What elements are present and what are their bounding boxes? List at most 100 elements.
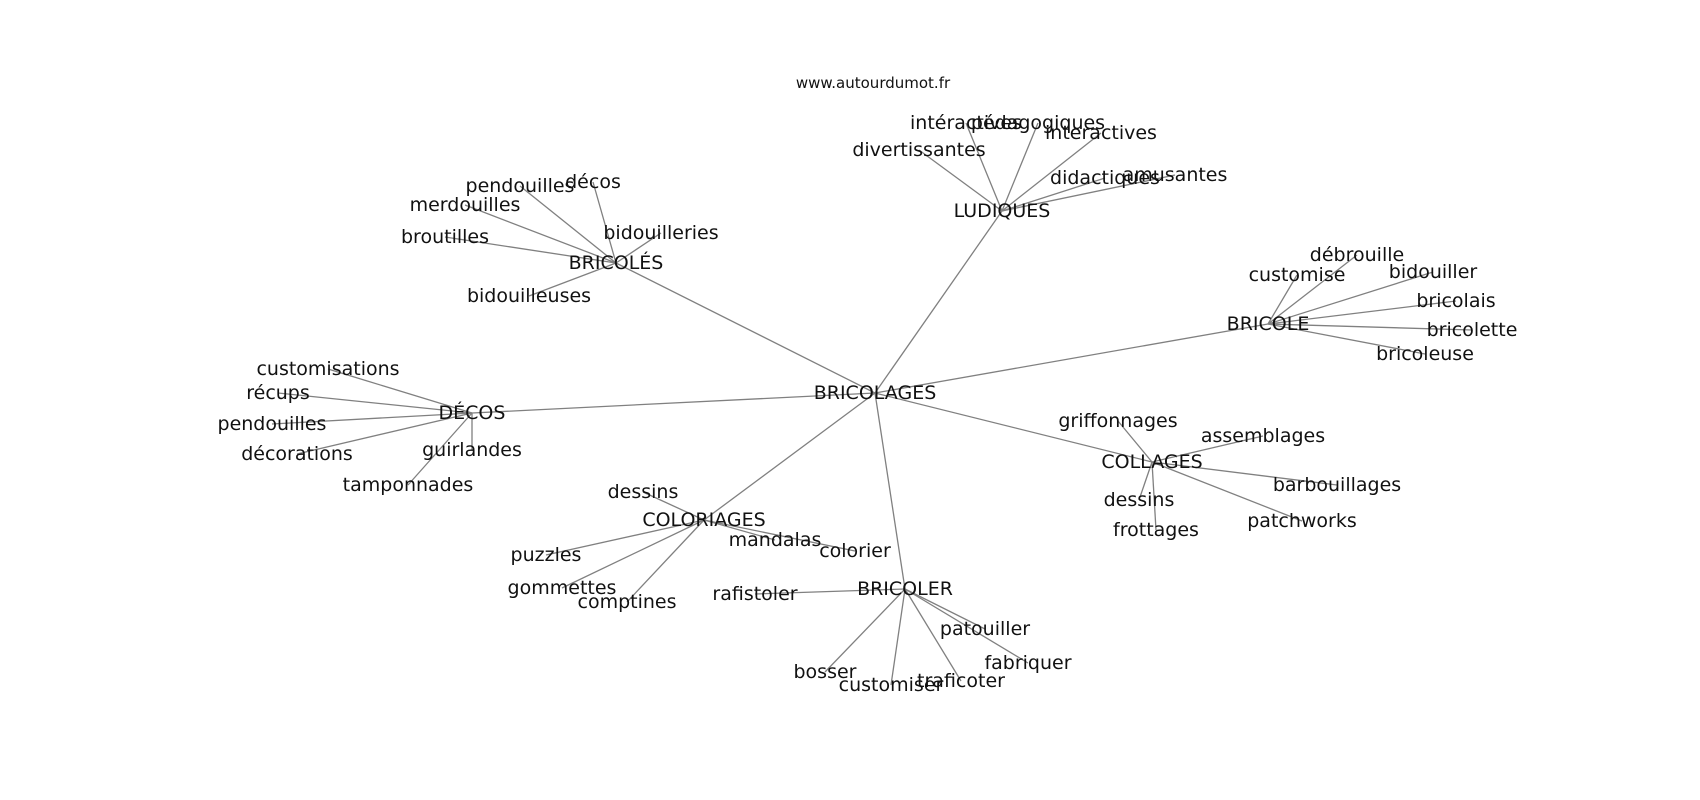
leaf-label-collages-barbouillages: barbouillages [1273,474,1401,496]
leaf-label-bricoler-rafistoler: rafistoler [712,583,797,605]
edge-bricoles-pendouilles [519,185,617,264]
edge-collages-barbouillages [1151,461,1338,486]
edge-collages-dessins [1138,461,1153,501]
edge-bricole-bricoleuse [1267,323,1426,355]
graph-labels: décospendouillesmerdouillesbidouilleries… [218,74,1518,696]
leaf-label-decos-guirlandes: guirlandes [422,439,522,461]
hub-label-bricoler: BRICOLER [857,578,953,600]
leaf-label-decos-decorations: décorations [241,443,353,465]
edge-root-decos [471,392,876,414]
leaf-label-decos-tamponnades: tamponnades [343,474,474,496]
edge-bricoles-bidouilleries [615,232,662,264]
leaf-label-bricoler-traficoter: traficoter [917,670,1005,692]
leaf-label-decos-pendouilles: pendouilles [218,413,327,435]
edge-root-coloriages [703,392,876,521]
leaf-label-bricole-customise: customise [1249,264,1346,286]
leaf-label-bricoler-patouiller: patouiller [940,618,1030,640]
edge-bricole-debrouille [1267,254,1358,325]
edge-coloriages-dessins [642,491,705,521]
leaf-label-bricoles-bidouilleuses: bidouilleuses [467,285,591,307]
edge-bricoler-fabriquer [904,588,1029,664]
edge-collages-assemblages [1151,435,1264,463]
edge-bricole-bidouiller [1267,271,1434,325]
edge-collages-frottages [1151,461,1157,531]
leaf-label-decos-recups: récups [246,382,310,404]
leaf-label-ludiques-interactives2: interactives [1045,122,1157,144]
edge-root-collages [874,392,1153,463]
leaf-label-bricole-bricolette: bricolette [1427,319,1518,341]
leaf-label-coloriages-puzzles: puzzles [511,544,582,566]
graph-edges [271,122,1473,686]
edge-bricoler-traficoter [904,588,962,682]
edge-coloriages-mandalas [703,519,776,541]
hub-label-coloriages: COLORIAGES [642,509,765,531]
edge-bricole-customise [1267,274,1298,325]
leaf-label-coloriages-colorier: colorier [819,540,891,562]
leaf-label-bricoler-customiser: customiser [839,674,944,696]
edge-ludiques-divertissantes [918,149,1003,212]
edge-coloriages-puzzles [545,519,705,556]
edge-root-bricoles [615,262,876,394]
edge-bricoles-merdouilles [464,204,617,264]
edge-bricoler-customiser [890,588,906,686]
edge-decos-pendouilles [271,412,473,425]
hub-label-bricole: BRICOLE [1227,313,1310,335]
edge-bricoler-rafistoler [754,588,906,595]
leaf-label-bricoles-broutilles: broutilles [401,226,489,248]
leaf-label-bricoles-merdouilles: merdouilles [410,194,521,216]
edge-bricole-bricolais [1267,300,1457,325]
edge-decos-recups [277,392,473,414]
leaf-label-bricole-bricoleuse: bricoleuse [1376,343,1474,365]
hub-label-bricoles: BRICOLÉS [569,251,664,274]
leaf-label-collages-assemblages: assemblages [1201,425,1325,447]
edge-root-bricole [874,323,1269,394]
leaf-label-collages-patchworks: patchworks [1247,510,1357,532]
edge-root-ludiques [874,210,1003,394]
leaf-label-bricoles-bidouilleries: bidouilleries [603,222,718,244]
leaf-label-coloriages-mandalas: mandalas [729,529,822,551]
edge-bricole-bricolette [1267,323,1473,331]
edge-root-bricoler [874,392,906,590]
hub-label-decos: DÉCOS [439,401,506,424]
leaf-label-coloriages-dessins: dessins [608,481,679,503]
leaf-label-ludiques-amusantes: amusantes [1123,164,1228,186]
edge-bricoles-decos [592,181,617,264]
leaf-label-bricoler-fabriquer: fabriquer [984,652,1071,674]
edge-ludiques-pedagogiques [1001,122,1039,212]
leaf-label-bricoler-bosser: bosser [794,661,857,683]
edge-ludiques-didactiques [1001,177,1106,212]
edge-decos-customisations [327,368,473,414]
leaf-label-collages-frottages: frottages [1113,519,1199,541]
leaf-label-bricoles-pendouilles: pendouilles [466,175,575,197]
edge-collages-patchworks [1151,461,1303,522]
leaf-label-coloriages-gommettes: gommettes [508,577,617,599]
edge-ludiques-interactives2 [1001,132,1102,212]
edge-bricoler-patouiller [904,588,986,630]
hub-label-ludiques: LUDIQUES [954,200,1051,222]
edge-ludiques-amusantes [1001,174,1176,212]
leaf-label-collages-dessins: dessins [1104,489,1175,511]
leaf-label-ludiques-pedagogiques: pédagogiques [971,112,1105,134]
leaf-label-bricoles-decos: décos [565,171,621,193]
leaf-label-bricole-debrouille: débrouille [1310,244,1404,266]
edge-coloriages-colorier [703,519,856,552]
edge-bricoles-broutilles [444,236,617,264]
edge-decos-decorations [296,412,473,455]
edge-coloriages-comptines [626,519,705,603]
leaf-label-bricole-bricolais: bricolais [1416,290,1495,312]
edge-decos-tamponnades [407,412,473,486]
leaf-label-decos-customisations: customisations [256,358,399,380]
edge-coloriages-gommettes [561,519,705,589]
leaf-label-ludiques-interactives: intéractives [910,112,1022,134]
hub-label-collages: COLLAGES [1101,451,1202,473]
edge-bricoler-bosser [824,588,906,673]
leaf-label-bricole-bidouiller: bidouiller [1389,261,1478,283]
leaf-label-ludiques-didactiques: didactiques [1050,167,1160,189]
leaf-label-coloriages-comptines: comptines [578,591,677,613]
root-node-label: BRICOLAGES [814,382,937,404]
source-credit: www.autourdumot.fr [796,74,951,92]
leaf-label-ludiques-divertissantes: divertissantes [852,139,985,161]
leaf-label-collages-griffonnages: griffonnages [1058,410,1177,432]
edge-ludiques-interactives [965,122,1003,212]
